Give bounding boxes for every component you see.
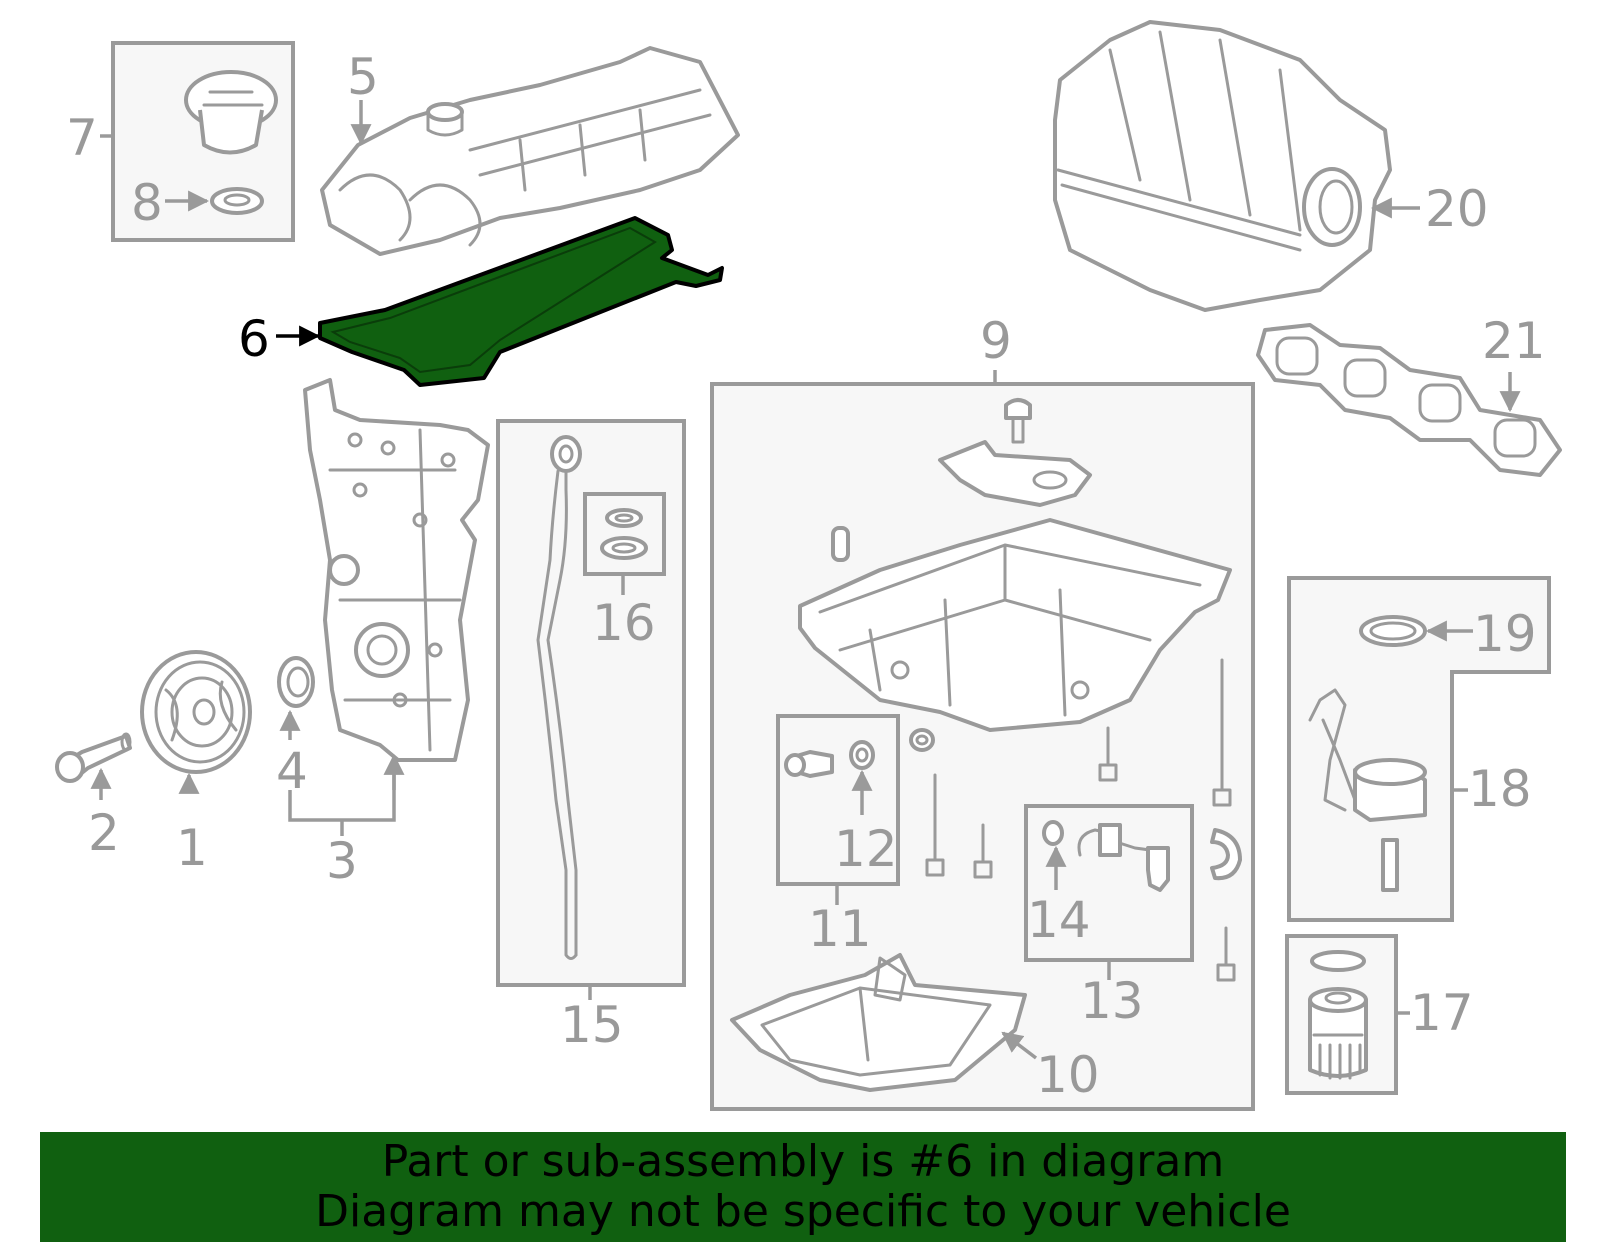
baffle-bolt <box>1004 398 1032 444</box>
valve-cover-gasket-highlighted <box>318 216 724 387</box>
timing-cover <box>303 378 490 762</box>
crankshaft-pulley <box>140 650 252 774</box>
callout-16: 16 <box>592 594 656 652</box>
dowel-pin <box>831 526 850 562</box>
callout-14: 14 <box>1027 891 1091 949</box>
oil-pan-upper <box>798 518 1232 732</box>
oil-level-sensor <box>1077 823 1170 892</box>
callout-6-active: 6 <box>238 310 270 368</box>
intake-manifold-gasket <box>1256 323 1562 477</box>
oil-pan-plug <box>909 728 935 752</box>
intake-manifold <box>1053 20 1392 312</box>
oil-filter <box>1308 987 1368 1080</box>
callout-2: 2 <box>88 804 120 862</box>
callout-8: 8 <box>131 174 163 232</box>
callout-15: 15 <box>560 996 624 1054</box>
notice-banner: Part or sub-assembly is #6 in diagram Di… <box>40 1132 1566 1242</box>
oil-filter-seal <box>1310 950 1366 972</box>
banner-line-1: Part or sub-assembly is #6 in diagram <box>381 1136 1225 1187</box>
crankshaft-pulley-bolt <box>55 732 132 783</box>
callout-13: 13 <box>1080 972 1144 1030</box>
callout-1: 1 <box>176 819 208 877</box>
callout-5: 5 <box>347 48 379 106</box>
callout-21: 21 <box>1482 312 1546 370</box>
valve-cover <box>320 46 740 256</box>
banner-line-2: Diagram may not be specific to your vehi… <box>315 1186 1291 1237</box>
drain-plug-gasket <box>849 740 875 770</box>
oil-pan-baffle <box>938 440 1092 507</box>
oil-pan-lower <box>730 953 1027 1092</box>
group-box-16 <box>583 492 666 576</box>
oil-pan-bolts <box>925 658 1236 982</box>
crankshaft-front-seal <box>277 656 315 708</box>
oil-cooler <box>1308 688 1427 892</box>
callout-19: 19 <box>1473 605 1537 663</box>
callout-12: 12 <box>834 820 898 878</box>
oil-filler-cap-seal <box>210 187 264 215</box>
dipstick-tube-seals <box>600 508 648 560</box>
oil-filler-cap <box>184 70 278 155</box>
oil-cooler-gasket <box>1359 615 1427 647</box>
group-box-11 <box>776 714 900 886</box>
callout-20: 20 <box>1425 180 1489 238</box>
group-box-18 <box>1287 576 1551 922</box>
callout-9: 9 <box>980 312 1012 370</box>
drain-plug <box>784 750 834 778</box>
callout-11: 11 <box>808 900 872 958</box>
sensor-seal <box>1042 820 1064 846</box>
parts-diagram: 1 2 3 4 5 6 7 8 9 10 11 12 13 14 15 16 1… <box>55 20 1562 1111</box>
callout-10: 10 <box>1036 1046 1100 1104</box>
oil-level-dipstick <box>536 435 582 960</box>
retaining-clip <box>1210 828 1242 881</box>
callout-3: 3 <box>326 832 358 890</box>
callout-4: 4 <box>276 742 308 800</box>
callout-18: 18 <box>1468 760 1532 818</box>
callout-17: 17 <box>1410 984 1474 1042</box>
callout-7: 7 <box>66 109 98 167</box>
